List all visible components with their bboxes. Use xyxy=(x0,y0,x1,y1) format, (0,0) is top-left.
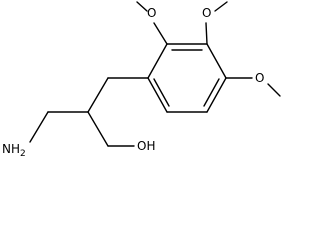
ring-bond-3 xyxy=(206,43,227,79)
methoxy-3-oxygen-label: O xyxy=(255,71,264,85)
chain-bond-ch xyxy=(87,77,109,113)
methoxy-2-oxygen-label: O xyxy=(202,6,211,20)
ring-bond-1 xyxy=(147,43,168,79)
amine-bond xyxy=(29,111,49,143)
methoxy-2-bond-methyl xyxy=(214,1,228,12)
hydroxyl-text: OH xyxy=(137,139,155,153)
chain-bond-ch2-o xyxy=(87,111,109,147)
amine-subscript: 2 xyxy=(20,149,26,157)
methoxy-1-bond-ring xyxy=(153,22,168,45)
ring-inner-bond-2 xyxy=(203,78,220,107)
methoxy-1-oxygen-label: O xyxy=(147,6,156,20)
structure-canvas: O O O OH NH2 xyxy=(2,1,281,157)
methoxy-1-bond-methyl xyxy=(136,1,148,12)
methoxy-3-bond-methyl xyxy=(267,83,281,97)
amine-label: NH2 xyxy=(2,142,26,157)
ring-bond-6 xyxy=(147,77,168,113)
ring-bond-4 xyxy=(206,77,227,113)
structure-svg: O O O OH NH2 xyxy=(2,1,281,157)
hydroxyl-label: OH xyxy=(137,139,155,153)
amine-text: NH xyxy=(2,142,20,156)
ring-inner-bond-3 xyxy=(153,78,170,107)
methoxy-2-bond-ring xyxy=(205,22,208,45)
